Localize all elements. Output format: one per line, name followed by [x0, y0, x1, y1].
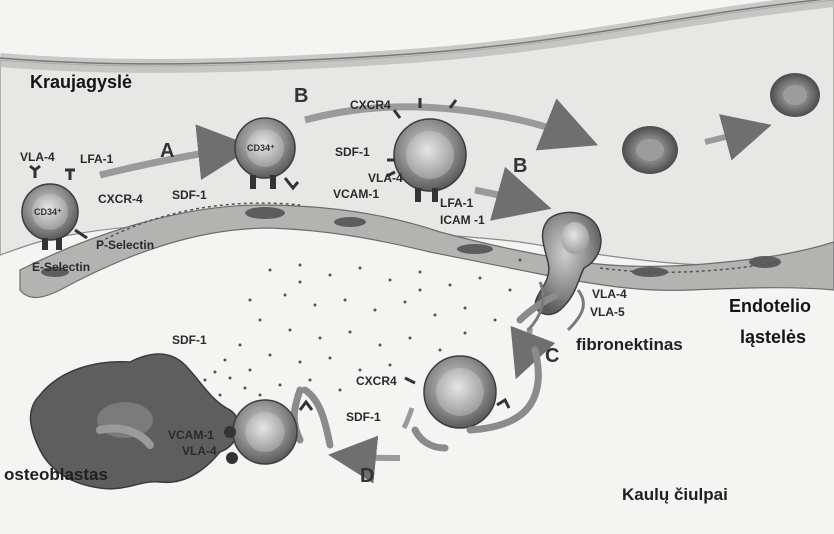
label-vla4-left: VLA-4	[20, 150, 55, 164]
label-fibronectin: fibronektinas	[576, 335, 683, 355]
label-vcam1-mid: VCAM-1	[333, 187, 379, 201]
label-cd34-middle: CD34⁺	[247, 143, 275, 154]
label-sdf1-mid: SDF-1	[335, 145, 370, 159]
label-vla4-bottom: VLA-4	[182, 444, 217, 458]
label-osteoblast: osteoblastas	[4, 465, 108, 485]
red-blood-cell-2	[770, 73, 820, 117]
label-vla4-mid: VLA-4	[368, 171, 403, 185]
label-lfa1-mid: LFA-1	[440, 196, 473, 210]
label-lfa1-left: LFA-1	[80, 152, 113, 166]
label-vla5-right: VLA-5	[590, 305, 625, 319]
arrow-d	[340, 456, 400, 458]
label-sdf1-marrow: SDF-1	[172, 333, 207, 347]
label-cxcr4-bottom: CXCR4	[356, 374, 397, 388]
label-vla4-right: VLA-4	[592, 287, 627, 301]
marrow-cell-c	[405, 356, 509, 428]
label-vessel: Kraujagyslė	[30, 72, 132, 93]
label-endothelial-1: Endotelio	[729, 296, 811, 317]
label-sdf1-left: SDF-1	[172, 188, 207, 202]
step-d: D	[360, 465, 374, 488]
arrow-c	[520, 328, 530, 368]
step-c: C	[545, 345, 559, 368]
label-vcam1-bottom: VCAM-1	[168, 428, 214, 442]
label-p-selectin: P-Selectin	[96, 238, 154, 252]
label-bone-marrow: Kaulų čiulpai	[622, 485, 728, 505]
label-cxcr4-left: CXCR-4	[98, 192, 143, 206]
stromal-processes	[294, 296, 555, 448]
step-b-right: B	[513, 155, 527, 178]
label-sdf1-bottom: SDF-1	[346, 410, 381, 424]
label-cxcr4-top: CXCR4	[350, 98, 391, 112]
red-blood-cell-1	[622, 126, 678, 174]
label-cd34-left: CD34⁺	[34, 207, 62, 218]
step-a: A	[160, 140, 174, 163]
label-endothelial-2: ląstelės	[740, 327, 806, 348]
label-e-selectin: E-Selectin	[32, 260, 90, 274]
label-icam1-mid: ICAM -1	[440, 213, 485, 227]
step-b-top: B	[294, 85, 308, 108]
